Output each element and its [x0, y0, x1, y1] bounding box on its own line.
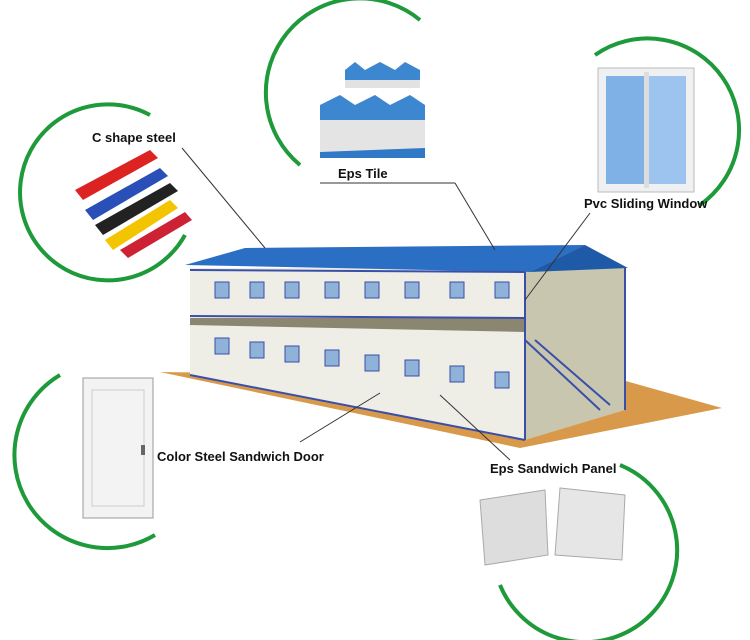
building [185, 245, 628, 441]
eps-tile-image [320, 62, 425, 158]
arc-c-steel [18, 102, 187, 283]
arc-eps-tile [263, 0, 422, 167]
accent-arcs [12, 0, 742, 640]
c-steel-image [75, 150, 192, 258]
label-pvc-sliding-window: Pvc Sliding Window [584, 196, 708, 211]
arc-panel [498, 463, 680, 640]
arc-window [593, 36, 742, 207]
label-color-steel-sandwich-door: Color Steel Sandwich Door [157, 449, 324, 464]
label-c-shape-steel: C shape steel [92, 130, 176, 145]
leader-lines [181, 147, 591, 461]
door-image [82, 377, 154, 519]
pvc-window-image [597, 67, 695, 193]
eps-panel-image [479, 487, 626, 566]
label-eps-tile: Eps Tile [338, 166, 388, 181]
label-eps-sandwich-panel: Eps Sandwich Panel [490, 461, 617, 476]
arc-door [12, 373, 157, 551]
